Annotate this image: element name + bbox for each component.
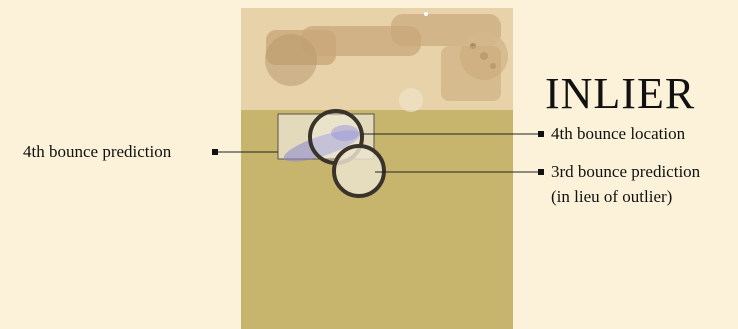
bounce3-prediction-note: (in lieu of outlier) [551,187,673,206]
bounce4-prediction-label: 4th bounce prediction [23,142,172,161]
square-bullet-icon [538,131,544,137]
square-bullet-icon [212,149,218,155]
robot-arm-image [265,12,508,112]
ball-blur-core [331,125,359,141]
square-bullet-icon [538,169,544,175]
bounce3-prediction-label: 3rd bounce prediction [551,162,701,181]
bounce3-prediction-circle-icon [332,144,386,198]
figure-title: INLIER [545,69,696,118]
bounce4-location-label: 4th bounce location [551,124,686,143]
